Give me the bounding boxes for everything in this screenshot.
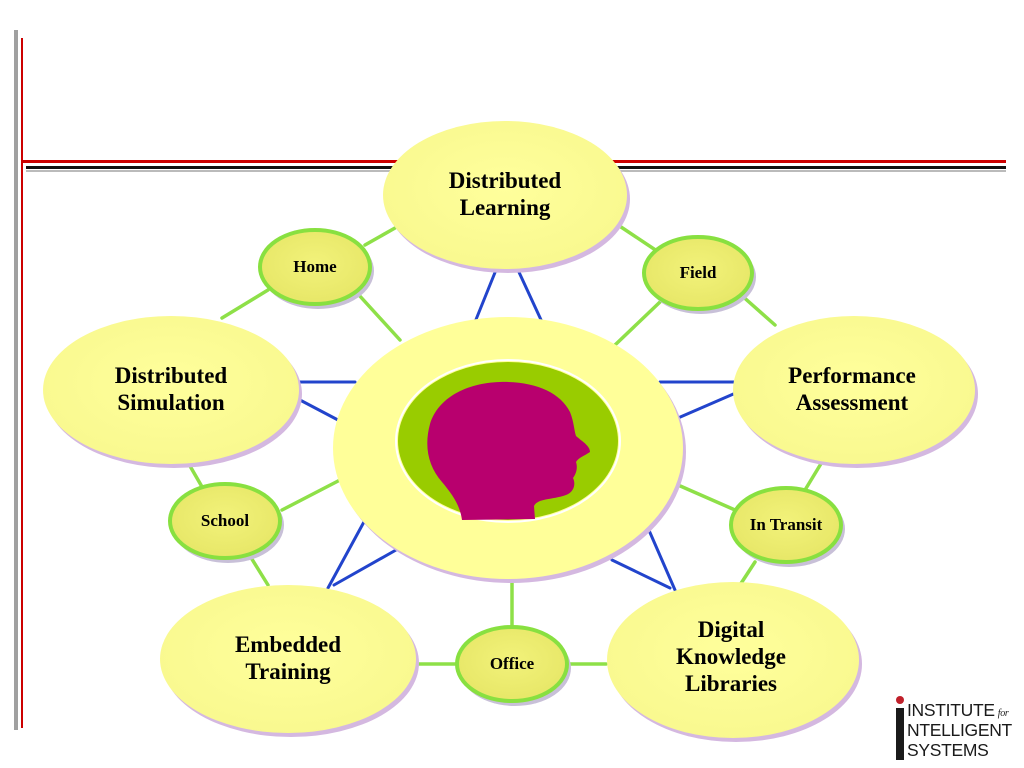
vertical-rule-grey	[14, 30, 18, 730]
location-in-transit	[729, 486, 843, 564]
connector-learning-field	[616, 223, 662, 255]
label-in-transit: In Transit	[749, 515, 823, 534]
node-embedded-training	[160, 585, 416, 733]
connector-home-simulation	[220, 288, 270, 320]
logo-dot	[896, 696, 904, 704]
logo-line1-text: INSTITUTE	[907, 700, 995, 720]
concept-nodes	[43, 121, 978, 742]
node-performance-assessment	[733, 316, 975, 464]
label-performance-assessment-line1: Performance	[788, 363, 916, 388]
node-digital-knowledge-libraries	[607, 582, 859, 738]
connector-transit-center	[676, 483, 737, 512]
label-distributed-learning: Distributed Learning	[405, 167, 605, 221]
central-hub-inner-border	[395, 359, 621, 523]
star-performance-bottom	[676, 390, 740, 420]
central-hub	[333, 317, 686, 583]
location-school	[168, 482, 282, 560]
connector-performance-transit	[803, 460, 824, 492]
star-learning-left	[473, 268, 498, 324]
location-field	[642, 235, 754, 311]
star-libraries-2	[646, 526, 677, 592]
star-simulation-bottom	[298, 398, 340, 422]
location-nodes	[168, 228, 845, 706]
label-embedded-training-line1: Embedded	[234, 632, 342, 657]
label-embedded-training-line2: Training	[245, 659, 331, 685]
star-libraries	[610, 558, 672, 590]
logo-line2: NTELLIGENT	[907, 720, 1012, 740]
label-digital-knowledge-libraries-line3: Libraries	[685, 671, 777, 697]
label-performance-assessment: Performance Assessment	[752, 362, 952, 416]
label-field: Field	[679, 263, 717, 282]
label-embedded-training: Embedded Training	[188, 631, 388, 685]
label-distributed-learning-line2: Learning	[459, 195, 551, 221]
node-distributed-learning	[383, 121, 627, 269]
label-digital-knowledge-libraries-line1: Digital	[697, 617, 765, 642]
label-digital-knowledge-libraries-line2: Knowledge	[676, 644, 786, 670]
label-distributed-simulation: Distributed Simulation	[71, 362, 271, 416]
connector-field-center	[613, 300, 662, 347]
label-home: Home	[293, 257, 337, 276]
connector-field-performance	[738, 292, 777, 327]
location-home	[258, 228, 372, 306]
logo-line3: SYSTEMS	[907, 740, 989, 760]
connector-learning-home	[363, 226, 397, 247]
label-digital-knowledge-libraries: Digital Knowledge Libraries	[631, 616, 831, 697]
logo-for-text: for	[997, 708, 1009, 719]
label-school: School	[200, 511, 250, 530]
vertical-rule-red	[21, 38, 23, 728]
connector-school-center	[280, 478, 342, 512]
label-performance-assessment-line2: Assessment	[795, 390, 909, 416]
star-embedded-2	[332, 548, 398, 587]
connector-home-center	[356, 292, 402, 342]
logo-bar	[896, 708, 904, 760]
location-office	[455, 625, 569, 703]
label-distributed-simulation-line1: Distributed	[114, 363, 228, 388]
node-distributed-simulation	[43, 316, 299, 464]
label-distributed-learning-line1: Distributed	[448, 168, 562, 193]
head-icon	[427, 381, 590, 520]
connector-school-embedded	[248, 554, 270, 587]
blue-connectors	[296, 268, 740, 592]
label-distributed-simulation-line2: Simulation	[117, 390, 225, 416]
label-office: Office	[489, 654, 535, 673]
star-embedded	[326, 518, 367, 590]
star-learning-right	[516, 268, 544, 324]
